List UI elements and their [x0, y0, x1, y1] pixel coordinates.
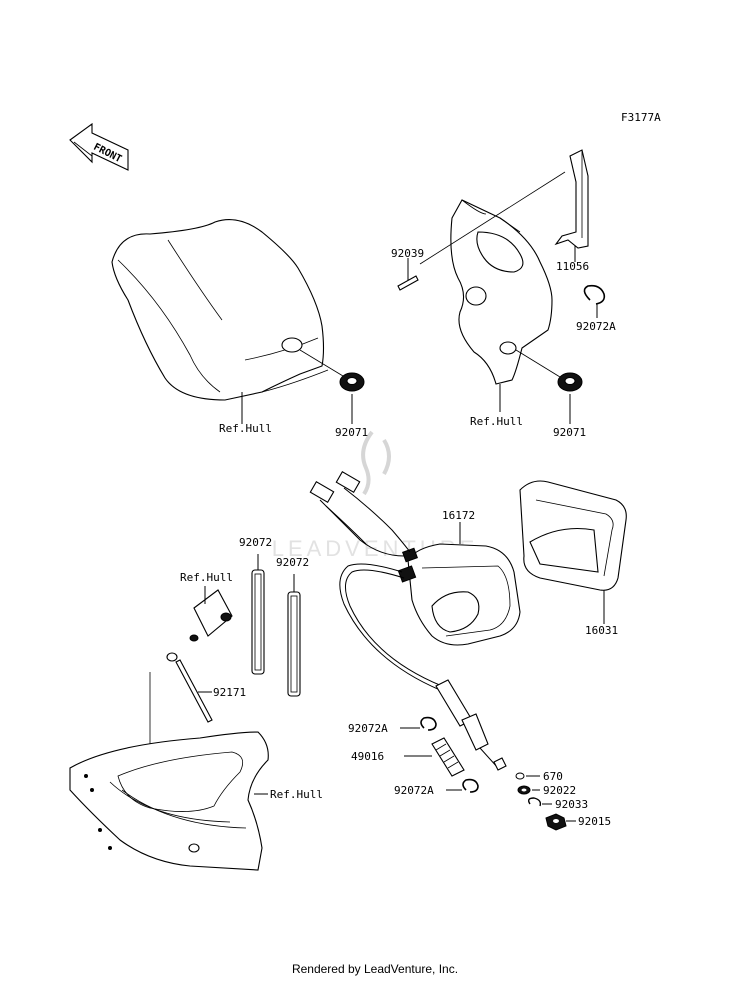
callout-16031: 16031 — [585, 624, 618, 637]
rod-92171 — [149, 652, 213, 790]
grommet-92071-right — [515, 349, 583, 392]
clip-92072A-mid — [400, 716, 437, 731]
wire-harness — [309, 471, 411, 557]
cover-16031 — [519, 480, 627, 591]
callout-ref-hull-3: Ref.Hull — [180, 571, 233, 584]
washer-92022 — [517, 785, 540, 795]
callout-92072A-3: 92072A — [394, 784, 434, 797]
callout-ref-hull-4: Ref.Hull — [270, 788, 323, 801]
bracket-11056 — [554, 149, 589, 249]
callout-92072A-2: 92072A — [348, 722, 388, 735]
throttle-cable — [339, 563, 507, 771]
hull-plate — [189, 586, 233, 642]
nut-92015 — [545, 813, 576, 831]
footer-credit: Rendered by LeadVenture, Inc. — [291, 962, 459, 976]
oring-670 — [515, 772, 540, 780]
pin-92039 — [397, 258, 419, 291]
leadventure-watermark: LEADVENTURE — [272, 430, 474, 561]
clip-92072A-low — [446, 778, 479, 793]
callout-ref-hull-1: Ref.Hull — [219, 422, 272, 435]
control-unit-16172 — [397, 543, 521, 646]
boot-49016 — [404, 737, 465, 777]
strap-92072-2 — [287, 574, 301, 697]
callout-16172: 16172 — [442, 509, 475, 522]
callout-670: 670 — [543, 770, 563, 783]
callout-92022: 92022 — [543, 784, 576, 797]
clip-92072A-top — [583, 284, 606, 318]
callout-92171: 92171 — [213, 686, 246, 699]
callout-92071-1: 92071 — [335, 426, 368, 439]
callout-92033: 92033 — [555, 798, 588, 811]
callout-92015: 92015 — [578, 815, 611, 828]
strap-92072-1 — [251, 554, 265, 675]
lockwasher-92033 — [527, 797, 552, 807]
callout-49016: 49016 — [351, 750, 384, 763]
front-arrow-icon: FRONT — [69, 122, 129, 171]
callout-92071-2: 92071 — [553, 426, 586, 439]
hull-bottom — [69, 731, 269, 871]
hull-cover-right — [450, 199, 553, 385]
callout-92072A-1: 92072A — [576, 320, 616, 333]
diagram-id: F3177A — [621, 111, 661, 124]
seat-hull-cover — [111, 219, 329, 401]
callout-92039: 92039 — [391, 247, 424, 260]
callout-11056: 11056 — [556, 260, 589, 273]
grommet-92071-left — [299, 349, 365, 392]
callout-92072-2: 92072 — [276, 556, 309, 569]
callout-92072-1: 92072 — [239, 536, 272, 549]
callout-ref-hull-2: Ref.Hull — [470, 415, 523, 428]
